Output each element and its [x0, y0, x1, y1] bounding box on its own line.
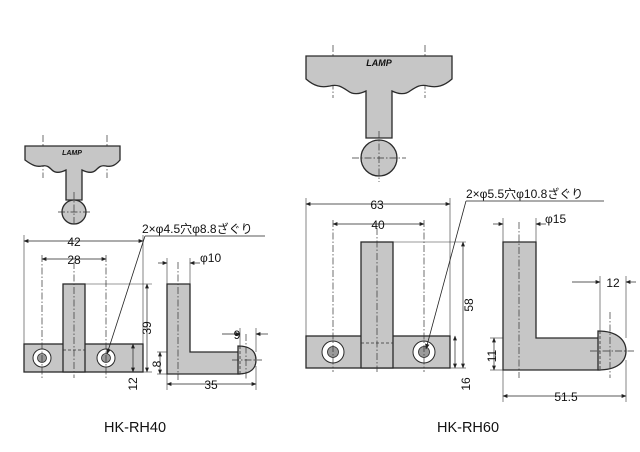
hk-rh40-base-thickness: 12 [126, 377, 140, 391]
hk-rh60-front-view [305, 220, 451, 372]
hk-rh40-top-view: LAMP [24, 135, 121, 226]
hk-rh60-hook-end-height: 11 [485, 349, 499, 362]
hk-rh60-base-thickness: 16 [459, 377, 473, 391]
hk-rh60-hole-pitch: 40 [371, 218, 385, 232]
hk-rh60-model-label: HK-RH60 [437, 420, 499, 436]
hk-rh60-tip-length: 12 [606, 276, 620, 290]
hk-rh40-overall-width: 42 [67, 235, 81, 249]
hk-rh40-hole-pitch: 28 [67, 253, 81, 267]
hk-rh60-height: 58 [462, 298, 476, 312]
hk-rh60-overall-width: 63 [370, 198, 384, 212]
hk-rh60-drawing: LAMP 6 [305, 45, 636, 436]
hk-rh40-dimensions: 42 28 39 12 8 φ10 [23, 221, 268, 392]
hk-rh60-side-view [502, 222, 634, 378]
hk-rh60-hole-note: 2×φ5.5穴φ10.8ざぐり [466, 186, 583, 201]
hk-rh40-side-view [166, 262, 262, 380]
hk-rh40-tip-length: 9 [234, 328, 241, 342]
hk-rh60-top-view: LAMP [305, 45, 453, 182]
hk-rh60-hook-depth: 51.5 [554, 390, 578, 404]
hk-rh60-brand-mark: LAMP [366, 58, 392, 68]
hk-rh40-hook-end-height: 8 [150, 360, 164, 367]
hk-rh40-height: 39 [140, 321, 154, 335]
hk-rh40-hole-note: 2×φ4.5穴φ8.8ざぐり [142, 221, 253, 236]
hk-rh60-dimensions: 63 40 58 16 11 φ15 [305, 186, 636, 404]
hk-rh40-front-view [23, 255, 144, 378]
hk-rh40-hook-depth: 35 [204, 378, 218, 392]
hk-rh60-tip-diameter: φ15 [545, 212, 566, 226]
hk-rh40-model-label: HK-RH40 [104, 420, 166, 436]
hk-rh40-drawing: LAMP 4 [23, 135, 268, 436]
hk-rh40-tip-diameter: φ10 [200, 251, 221, 265]
hk-rh40-brand-mark: LAMP [62, 150, 82, 157]
